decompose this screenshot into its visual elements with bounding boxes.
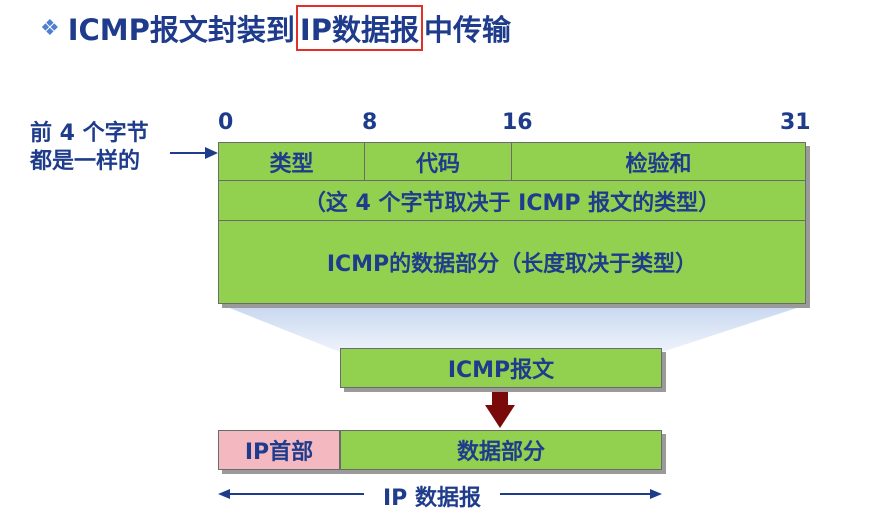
side-note-line1: 前 4 个字节 xyxy=(30,121,149,146)
ip-datagram-label: IP 数据报 xyxy=(383,486,481,511)
title-suffix: 中传输 xyxy=(423,13,511,47)
slide-title: ❖ ICMP报文封装到 IP数据报 中传输 xyxy=(40,5,511,51)
expansion-funnel xyxy=(222,305,806,352)
datagram-arrow-right-head xyxy=(650,489,662,499)
down-arrow-shaft xyxy=(492,390,508,406)
down-arrow-head xyxy=(485,405,515,428)
icmp-format-box: 类型 代码 检验和 （这 4 个字节取决于 ICMP 报文的类型） ICMP的数… xyxy=(218,142,806,304)
checksum-field: 检验和 xyxy=(625,151,692,177)
title-prefix: ICMP报文封装到 xyxy=(67,13,295,47)
side-note-line2: 都是一样的 xyxy=(30,149,141,174)
datagram-arrow-left-head xyxy=(218,489,230,499)
ip-header-box: IP首部 xyxy=(218,430,340,470)
bit-tick-8: 8 xyxy=(362,110,378,135)
bit-tick-31: 31 xyxy=(780,110,811,135)
type-field: 类型 xyxy=(219,143,365,180)
code-field: 代码 xyxy=(365,143,512,180)
icmp-data-row: ICMP的数据部分（长度取决于类型） xyxy=(326,252,698,277)
title-highlight: IP数据报 xyxy=(295,5,423,51)
type-dependent-row: （这 4 个字节取决于 ICMP 报文的类型） xyxy=(219,181,805,221)
diamond-bullet-icon: ❖ xyxy=(40,15,60,41)
side-note: 前 4 个字节 都是一样的 xyxy=(30,120,149,176)
bit-tick-0: 0 xyxy=(218,110,234,135)
icmp-message-box: ICMP报文 xyxy=(340,348,662,388)
icmp-header-row: 类型 代码 检验和 xyxy=(219,143,805,181)
bit-tick-16: 16 xyxy=(502,110,533,135)
side-note-arrow-head xyxy=(205,147,218,159)
ip-data-box: 数据部分 xyxy=(340,430,662,470)
